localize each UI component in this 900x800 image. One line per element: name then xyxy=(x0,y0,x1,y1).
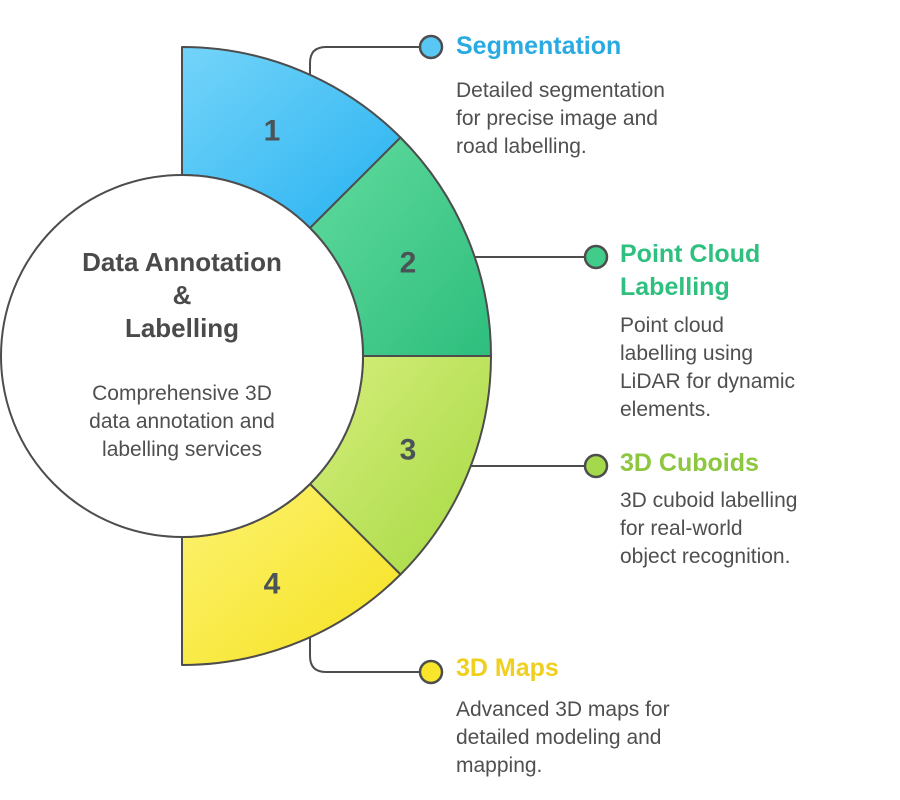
connector-dot-point-cloud xyxy=(583,244,609,270)
segment-4-number: 4 xyxy=(264,568,281,601)
center-circle xyxy=(0,174,364,538)
callout-point-cloud: Point Cloud Labelling Point cloud labell… xyxy=(620,238,860,424)
callout-3d-cuboids-title: 3D Cuboids xyxy=(620,449,759,477)
segment-3-number: 3 xyxy=(400,434,417,467)
connector-dot-3d-maps xyxy=(418,659,444,685)
center-title: Data Annotation & Labelling xyxy=(82,247,282,343)
connector-dot-3d-cuboids xyxy=(583,453,609,479)
center-subtitle: Comprehensive 3D data annotation and lab… xyxy=(89,382,275,461)
callout-point-cloud-title: Point Cloud Labelling xyxy=(620,240,761,301)
callout-segmentation-description: Detailed segmentation for precise image … xyxy=(456,79,665,158)
callout-point-cloud-description: Point cloud labelling using LiDAR for dy… xyxy=(620,314,796,421)
callout-segmentation-title: Segmentation xyxy=(456,32,622,60)
callout-segmentation: Segmentation Detailed segmentation for p… xyxy=(456,30,756,161)
callout-3d-cuboids-description: 3D cuboid labelling for real-world objec… xyxy=(620,489,798,568)
connector-dot-segmentation xyxy=(418,34,444,60)
connector-line-3d-maps xyxy=(309,637,420,673)
callout-3d-maps: 3D Maps Advanced 3D maps for detailed mo… xyxy=(456,652,756,780)
callout-3d-maps-description: Advanced 3D maps for detailed modeling a… xyxy=(456,698,670,777)
segment-2-number: 2 xyxy=(400,247,417,280)
connector-line-segmentation xyxy=(309,46,420,76)
callout-3d-maps-title: 3D Maps xyxy=(456,654,559,682)
segment-1-number: 1 xyxy=(264,115,281,148)
callout-3d-cuboids: 3D Cuboids 3D cuboid labelling for real-… xyxy=(620,447,880,571)
